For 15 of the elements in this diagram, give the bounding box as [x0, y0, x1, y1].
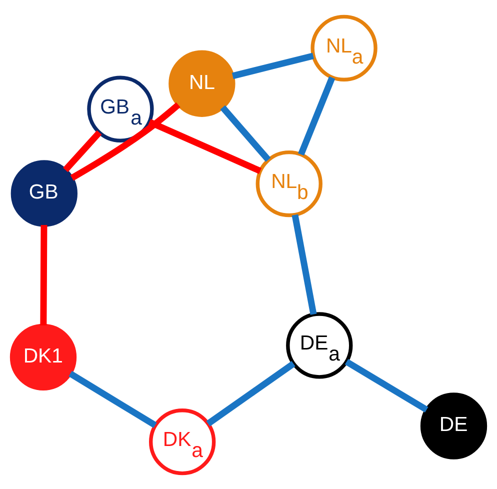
node-circle: GB — [10, 160, 78, 226]
node-circle: NL — [168, 50, 236, 116]
connector — [70, 102, 180, 180]
connector — [63, 130, 102, 172]
connector — [206, 360, 296, 426]
connector — [298, 76, 336, 156]
connector — [344, 358, 428, 412]
node-circle: DE — [420, 392, 488, 459]
connector — [148, 118, 262, 174]
connector — [68, 370, 157, 428]
connector — [220, 104, 271, 162]
connector — [40, 224, 48, 325]
connector — [232, 52, 314, 79]
connector — [292, 214, 317, 314]
node-circle: DK1 — [10, 323, 77, 390]
